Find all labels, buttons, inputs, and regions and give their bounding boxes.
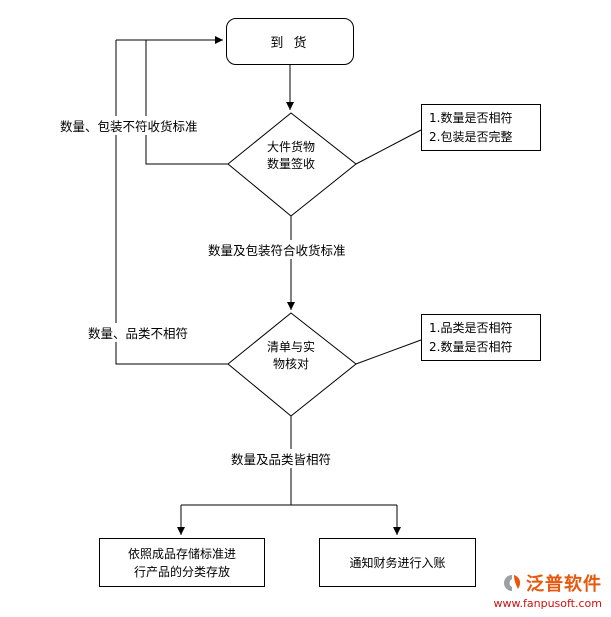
decision1-diamond bbox=[227, 112, 357, 217]
decision1-label-line2: 数量签收 bbox=[266, 157, 315, 171]
criteria2-line2: 2.数量是否相符 bbox=[429, 340, 513, 354]
action-left-box: 依照成品存储标准进 行产品的分类存放 bbox=[99, 538, 265, 587]
line-decision2-to-criteria2 bbox=[355, 339, 422, 365]
decision2-diamond bbox=[227, 312, 357, 417]
criteria1-box: 1.数量是否相符 2.包装是否完整 bbox=[421, 104, 541, 151]
decision1-label-line1: 大件货物 bbox=[266, 140, 315, 154]
criteria2-box: 1.品类是否相符 2.数量是否相符 bbox=[421, 314, 541, 361]
fanpu-logo-icon bbox=[504, 575, 521, 591]
reject1-edge-label: 数量、包装不符收货标准 bbox=[58, 116, 200, 135]
start-node-label: 到 货 bbox=[270, 36, 310, 51]
action-left-line2: 行产品的分类存放 bbox=[133, 564, 230, 579]
action-left-line1: 依照成品存储标准进 bbox=[127, 546, 236, 561]
action-right-label: 通知财务进行入账 bbox=[349, 555, 446, 570]
decision2-label-line2: 物核对 bbox=[272, 357, 309, 371]
pass1-edge-label: 数量及包装符合收货标准 bbox=[206, 240, 348, 259]
brand-website: www.fanpusoft.com bbox=[493, 597, 602, 610]
brand-logo: 泛普软件 www.fanpusoft.com bbox=[494, 570, 602, 610]
criteria1-line1: 1.数量是否相符 bbox=[429, 111, 513, 125]
feedback-line-decision2 bbox=[115, 40, 228, 365]
decision1-label: 大件货物 数量签收 bbox=[246, 139, 336, 173]
reject2-edge-label: 数量、品类不相符 bbox=[86, 323, 191, 342]
action-right-box: 通知财务进行入账 bbox=[319, 538, 476, 587]
criteria2-line1: 1.品类是否相符 bbox=[429, 321, 513, 335]
pass2-edge-label: 数量及品类皆相符 bbox=[229, 449, 334, 468]
decision2-label: 清单与实 物核对 bbox=[251, 339, 331, 373]
start-node: 到 货 bbox=[226, 18, 354, 65]
line-decision1-to-criteria1 bbox=[355, 129, 422, 165]
feedback-line-decision1 bbox=[145, 40, 228, 165]
criteria1-line2: 2.包装是否完整 bbox=[429, 130, 513, 144]
brand-name: 泛普软件 bbox=[526, 574, 602, 595]
decision2-label-line1: 清单与实 bbox=[266, 340, 315, 354]
